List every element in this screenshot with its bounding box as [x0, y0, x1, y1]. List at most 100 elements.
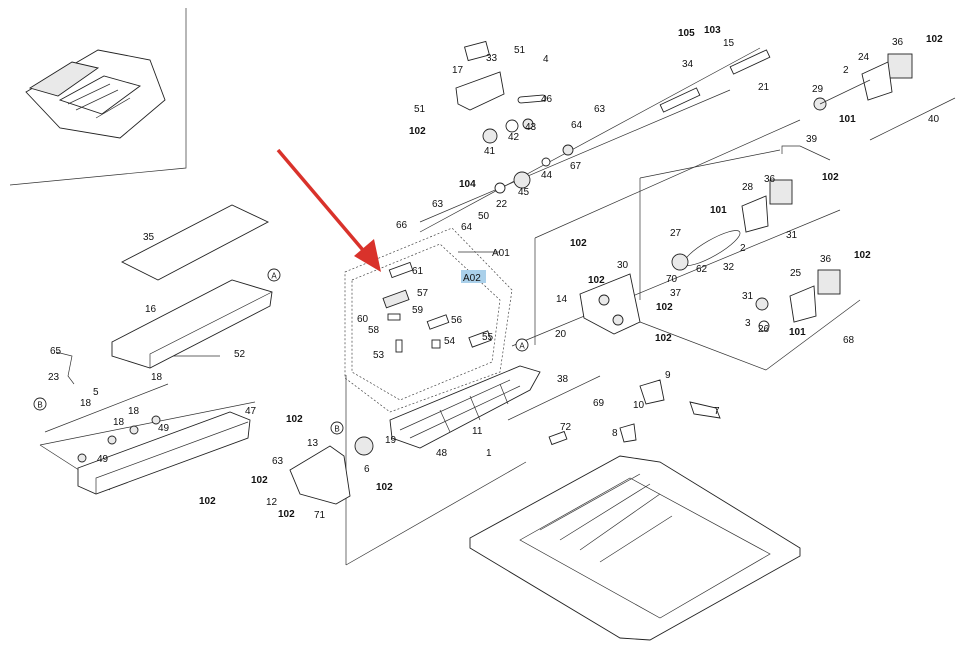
part-label-p105: 105 — [678, 28, 695, 39]
part-label-p4: 4 — [543, 54, 549, 65]
part-label-p18c: 18 — [113, 417, 125, 428]
part-label-p49a: 49 — [158, 423, 170, 434]
part-label-p31b: 31 — [786, 230, 798, 241]
part-label-p60: 60 — [357, 314, 369, 325]
part-label-p17: 17 — [452, 65, 464, 76]
part-label-p18d: 18 — [128, 406, 140, 417]
part-label-p70: 70 — [666, 274, 678, 285]
side-bracket — [289, 445, 351, 505]
circled-letter-b-2: B — [334, 425, 339, 434]
leader-lines — [39, 47, 861, 566]
part-shapes — [44, 40, 956, 641]
part-label-p42: 42 — [508, 132, 520, 143]
part-label-p36c: 36 — [820, 254, 832, 265]
part-label-p16: 16 — [145, 304, 157, 315]
part-label-p103: 103 — [704, 25, 721, 36]
part-label-p26: 26 — [758, 324, 770, 335]
circle-ref-a1 — [267, 268, 281, 282]
label-plate — [121, 204, 270, 281]
part-label-p62: 62 — [696, 264, 708, 275]
part-label-p102f: 102 — [656, 302, 673, 313]
part-label-p63a: 63 — [594, 104, 606, 115]
part-label-p102k: 102 — [278, 509, 295, 520]
part-label-p102m: 102 — [409, 126, 426, 137]
part-label-p66: 66 — [396, 220, 408, 231]
part-label-p101a: 101 — [839, 114, 856, 125]
part-label-p34: 34 — [682, 59, 694, 70]
part-label-p101b: 101 — [710, 205, 727, 216]
part-label-p36b: 36 — [764, 174, 776, 185]
motor-top — [887, 53, 913, 79]
part-label-p63c: 63 — [272, 456, 284, 467]
part-label-p102h: 102 — [286, 414, 303, 425]
part-label-p49b: 49 — [97, 454, 109, 465]
part-label-p38: 38 — [557, 374, 569, 385]
part-label-p19: 19 — [385, 435, 397, 446]
part-label-p25: 25 — [790, 268, 802, 279]
part-label-p2b: 2 — [740, 243, 746, 254]
part-label-p102i: 102 — [199, 496, 216, 507]
part-label-p55: 55 — [482, 332, 494, 343]
part-label-p30: 30 — [617, 260, 629, 271]
circled-letter-a-1: A — [271, 272, 277, 281]
part-label-p32: 32 — [723, 262, 735, 273]
part-label-p27: 27 — [670, 228, 682, 239]
shaft — [44, 383, 169, 433]
part-label-p8: 8 — [612, 428, 618, 439]
part-label-p6: 6 — [364, 464, 370, 475]
part-label-p9: 9 — [665, 370, 671, 381]
part-label-p28: 28 — [742, 182, 754, 193]
part-label-p47: 47 — [245, 406, 257, 417]
part-label-p29: 29 — [812, 84, 824, 95]
part-label-p63b: 63 — [432, 199, 444, 210]
circle-ref-a2 — [515, 338, 529, 352]
part-label-p14: 14 — [556, 294, 568, 305]
group-label-a02: A02 — [463, 273, 481, 284]
part-label-p59: 59 — [412, 305, 424, 316]
callout-arrow — [276, 148, 381, 272]
part-label-p43: 43 — [525, 122, 537, 133]
part-label-p44: 44 — [541, 170, 553, 181]
circled-letter-b-1: B — [37, 401, 42, 410]
highlight-a02 — [461, 270, 486, 283]
circled-refs — [33, 268, 529, 435]
part-label-p5: 5 — [93, 387, 99, 398]
part-label-p36a: 36 — [892, 37, 904, 48]
part-label-p20: 20 — [555, 329, 567, 340]
part-label-p35: 35 — [143, 232, 155, 243]
part-label-p101c: 101 — [789, 327, 806, 338]
part-label-p67: 67 — [570, 161, 582, 172]
part-label-p12: 12 — [266, 497, 278, 508]
part-label-p65: 65 — [50, 346, 62, 357]
part-label-p54: 54 — [444, 336, 456, 347]
part-label-p45: 45 — [518, 187, 530, 198]
part-label-p22: 22 — [496, 199, 508, 210]
circled-letter-a-2: A — [519, 342, 525, 351]
part-label-p68: 68 — [843, 335, 855, 346]
part-label-p58: 58 — [368, 325, 380, 336]
part-label-p52: 52 — [234, 349, 246, 360]
part-label-p2a: 2 — [843, 65, 849, 76]
part-label-p51b: 51 — [414, 104, 426, 115]
part-label-p18b: 18 — [80, 398, 92, 409]
part-label-p61: 61 — [412, 266, 424, 277]
part-label-p24: 24 — [858, 52, 870, 63]
part-label-p48: 48 — [436, 448, 448, 459]
base-tray — [469, 455, 801, 641]
part-label-p23: 23 — [48, 372, 60, 383]
circle-ref-b1 — [33, 397, 47, 411]
part-label-p102d: 102 — [570, 238, 587, 249]
part-label-p57: 57 — [417, 288, 429, 299]
part-label-p71: 71 — [314, 510, 326, 521]
part-label-p56: 56 — [451, 315, 463, 326]
part-label-p3: 3 — [745, 318, 751, 329]
paper-guide — [389, 365, 541, 449]
part-label-p11: 11 — [472, 426, 483, 437]
circle-ref-b2 — [330, 421, 344, 435]
part-label-p102e: 102 — [588, 275, 605, 286]
part-label-p1: 1 — [486, 448, 492, 459]
part-label-p33: 33 — [486, 53, 498, 64]
part-label-p40: 40 — [928, 114, 940, 125]
